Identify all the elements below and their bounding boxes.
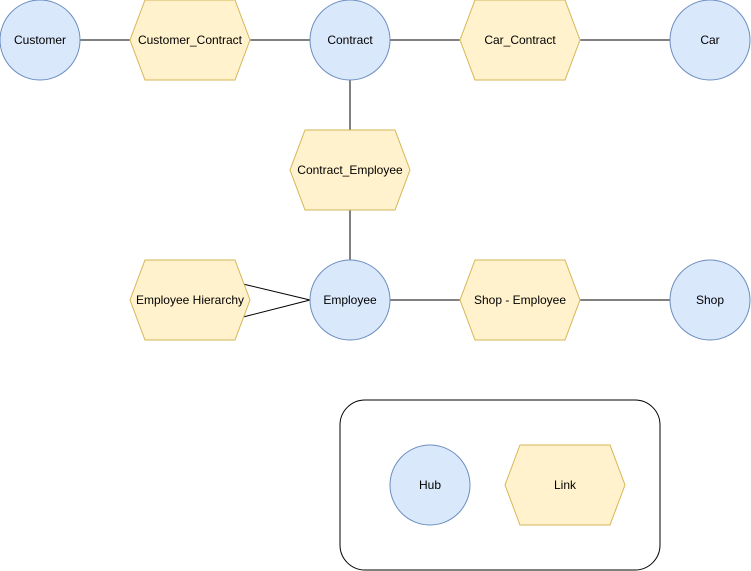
link-contract-employee-label: Contract_Employee <box>297 163 403 177</box>
hub-employee[interactable]: Employee <box>309 259 391 341</box>
legend-link: Link <box>504 444 626 526</box>
hub-contract[interactable]: Contract <box>309 0 391 81</box>
edge-hierarchy-employee-lower <box>242 299 311 318</box>
legend-hub: Hub <box>389 444 471 526</box>
link-customer-contract-label: Customer_Contract <box>138 33 243 47</box>
link-contract-employee[interactable]: Contract_Employee <box>289 129 411 211</box>
link-car-contract[interactable]: Car_Contract <box>459 0 581 81</box>
link-customer-contract[interactable]: Customer_Contract <box>129 0 251 81</box>
hub-contract-label: Contract <box>327 33 373 47</box>
link-shop-employee-label: Shop - Employee <box>474 293 566 307</box>
legend-hub-label: Hub <box>419 478 441 492</box>
hub-customer[interactable]: Customer <box>0 0 81 81</box>
link-employee-hierarchy[interactable]: Employee Hierarchy <box>129 259 251 341</box>
edge-hierarchy-employee-upper <box>242 283 311 301</box>
hub-shop-label: Shop <box>696 293 724 307</box>
hub-employee-label: Employee <box>323 293 377 307</box>
legend: Hub Link <box>339 399 661 571</box>
hub-car-label: Car <box>700 33 719 47</box>
hub-car[interactable]: Car <box>669 0 751 81</box>
link-car-contract-label: Car_Contract <box>484 33 556 47</box>
hub-customer-label: Customer <box>14 33 66 47</box>
legend-box <box>339 399 661 571</box>
link-employee-hierarchy-label: Employee Hierarchy <box>136 293 244 307</box>
hub-shop[interactable]: Shop <box>669 259 751 341</box>
link-shop-employee[interactable]: Shop - Employee <box>459 259 581 341</box>
edges <box>80 39 670 318</box>
legend-link-label: Link <box>554 478 577 492</box>
